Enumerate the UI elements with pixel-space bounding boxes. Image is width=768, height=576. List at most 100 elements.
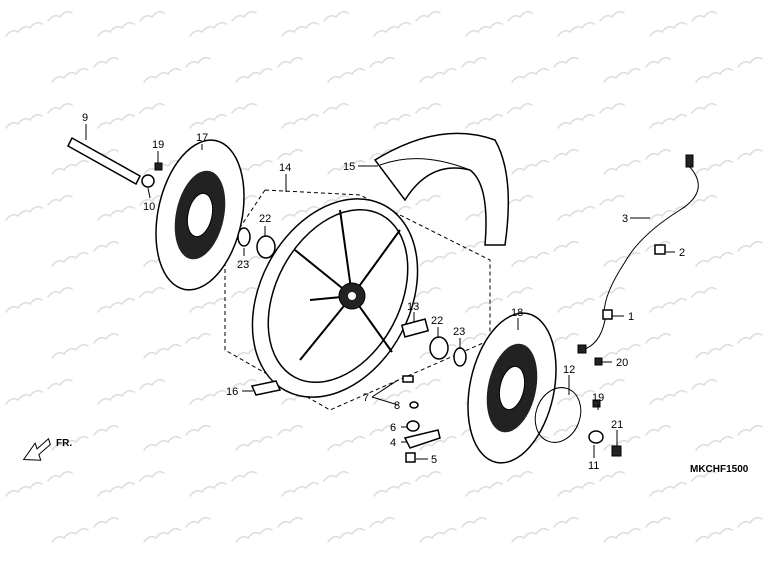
watermark-mark	[511, 56, 579, 83]
callout-23: 23	[237, 259, 249, 271]
watermark-mark	[557, 194, 625, 221]
watermark-mark	[281, 102, 349, 129]
watermark-mark	[557, 470, 625, 497]
diagram-code: MKCHF1500	[690, 464, 749, 475]
callout-12: 12	[563, 364, 575, 376]
watermark-mark	[465, 286, 533, 313]
valve-part	[402, 375, 414, 383]
watermark-mark	[649, 102, 717, 129]
watermark-mark	[511, 148, 579, 175]
watermark-mark	[327, 56, 395, 83]
bolt-part	[611, 445, 622, 457]
callout-16: 16	[226, 386, 238, 398]
watermark-mark	[143, 516, 211, 543]
watermark-mark	[189, 378, 257, 405]
wheel-speed-sensor-part	[577, 154, 699, 366]
seal-part	[453, 347, 467, 367]
watermark-mark	[373, 10, 441, 37]
watermark-mark	[649, 286, 717, 313]
front-direction-arrow: FR.	[22, 437, 72, 461]
watermark-mark	[695, 148, 763, 175]
bearing-part	[256, 235, 276, 259]
watermark-mark	[465, 10, 533, 37]
callout-22: 22	[259, 213, 271, 225]
watermark-mark	[373, 470, 441, 497]
watermark-mark	[5, 10, 73, 37]
watermark-mark	[189, 470, 257, 497]
front-direction-label: FR.	[56, 438, 72, 449]
collar-part	[588, 430, 604, 444]
callout-17: 17	[196, 132, 208, 144]
watermark-mark	[5, 470, 73, 497]
watermark-mark	[695, 240, 763, 267]
watermark-mark	[281, 470, 349, 497]
watermark-mark	[649, 10, 717, 37]
nut-part	[405, 452, 416, 463]
watermark-mark	[695, 56, 763, 83]
callout-2: 2	[679, 247, 685, 259]
watermark-mark	[189, 286, 257, 313]
watermark-mark	[557, 286, 625, 313]
watermark-mark	[143, 56, 211, 83]
callout-20: 20	[616, 357, 628, 369]
watermark-mark	[557, 10, 625, 37]
brake-disc-left	[155, 139, 245, 291]
valve-stem-part	[403, 429, 441, 449]
watermark-mark	[419, 516, 487, 543]
oring-part	[409, 401, 419, 409]
wheel-part	[251, 198, 419, 398]
watermark-mark	[511, 516, 579, 543]
watermark-mark	[189, 10, 257, 37]
watermark-mark	[557, 102, 625, 129]
watermark-mark	[695, 516, 763, 543]
tire-part	[373, 132, 510, 246]
watermark-mark	[235, 56, 303, 83]
watermark-mark	[97, 470, 165, 497]
collar-part	[141, 174, 155, 188]
callout-7: 7	[363, 392, 369, 404]
callout-6: 6	[390, 422, 396, 434]
balance-weight-part	[250, 380, 282, 396]
watermark-mark	[327, 424, 395, 451]
bolt-part	[592, 399, 601, 408]
bearing-part	[429, 336, 449, 360]
callout-19: 19	[152, 139, 164, 151]
callout-labels: 9 19 17 10 14 22 23 15 3 2 1 20 13 22 23…	[82, 112, 685, 472]
callout-19b: 19	[592, 392, 604, 404]
callout-22b: 22	[431, 315, 443, 327]
watermark-mark	[603, 332, 671, 359]
watermark-mark	[51, 424, 119, 451]
callout-9: 9	[82, 112, 88, 124]
watermark-mark	[281, 10, 349, 37]
watermark-mark	[695, 332, 763, 359]
callout-15: 15	[343, 161, 355, 173]
cap-part	[406, 420, 420, 432]
seal-part	[237, 227, 251, 247]
watermark-mark	[465, 102, 533, 129]
watermark-mark	[603, 148, 671, 175]
bolt-part	[154, 162, 163, 171]
watermark-mark	[649, 378, 717, 405]
pulser-ring-part	[534, 387, 582, 443]
spacer-part	[400, 318, 430, 338]
callout-23b: 23	[453, 326, 465, 338]
callout-10: 10	[143, 201, 155, 213]
watermark-mark	[189, 102, 257, 129]
watermark-mark	[97, 286, 165, 313]
watermark-mark	[51, 56, 119, 83]
watermark-mark	[649, 194, 717, 221]
callout-13: 13	[407, 301, 419, 313]
watermark-mark	[5, 102, 73, 129]
watermark-mark	[603, 424, 671, 451]
watermark-mark	[97, 102, 165, 129]
watermark-mark	[649, 470, 717, 497]
watermark-mark	[97, 378, 165, 405]
watermark-mark	[603, 516, 671, 543]
callout-8: 8	[394, 400, 400, 412]
watermark-mark	[511, 240, 579, 267]
watermark-mark	[97, 194, 165, 221]
watermark-mark	[235, 148, 303, 175]
watermark-mark	[373, 102, 441, 129]
